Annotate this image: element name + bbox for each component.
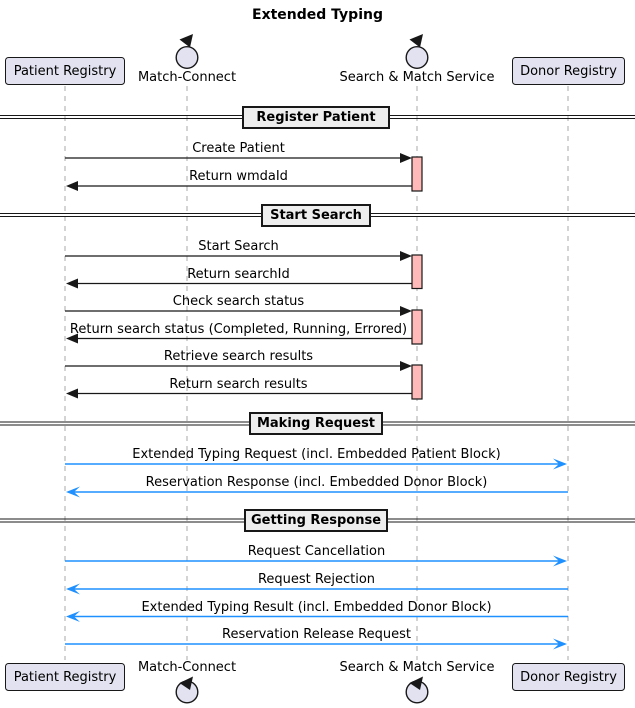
message-label: Create Patient	[192, 141, 285, 156]
control-icon-match-connect-bottom	[175, 676, 199, 704]
arrow-return-search-status	[66, 333, 412, 344]
activation-bar	[411, 364, 423, 400]
participant-label: Donor Registry	[520, 669, 617, 685]
participant-box-patient-registry-top: Patient Registry	[5, 57, 125, 85]
message-label: Retrieve search results	[163, 349, 314, 364]
arrow-request-rejection	[66, 583, 568, 595]
diagram-title: Extended Typing	[252, 7, 383, 23]
divider-getting-response: Getting Response	[244, 509, 388, 532]
participant-label: Donor Registry	[520, 63, 617, 79]
activation-bar	[411, 254, 423, 290]
participant-label: Patient Registry	[13, 63, 117, 79]
message-label: Request Rejection	[257, 572, 376, 587]
arrow-create-patient	[65, 153, 412, 163]
message-label: Check search status	[172, 294, 305, 309]
participant-label-match-connect-top: Match-Connect	[137, 70, 237, 85]
control-icon-search-match-service-bottom	[405, 676, 429, 704]
participant-box-patient-registry-bottom: Patient Registry	[5, 663, 125, 691]
divider-making-request: Making Request	[249, 412, 383, 435]
activation-bar	[411, 156, 423, 192]
arrow-return-wmdaid	[66, 181, 412, 191]
message-label: Start Search	[198, 239, 279, 254]
arrow-request-cancellation	[65, 555, 567, 567]
participant-label: Patient Registry	[13, 669, 117, 685]
divider-label: Getting Response	[250, 513, 382, 528]
participant-label-search-match-service-top: Search & Match Service	[339, 70, 495, 85]
arrow-start-search	[65, 251, 412, 261]
participant-box-donor-registry-top: Donor Registry	[512, 57, 625, 85]
participant-label-match-connect-bottom: Match-Connect	[137, 660, 237, 675]
divider-register-patient: Register Patient	[242, 105, 390, 129]
arrow-check-search-status	[65, 306, 412, 316]
arrow-retrieve-search-results	[65, 361, 412, 371]
message-label: Reservation Response (incl. Embedded Don…	[145, 475, 488, 490]
message-label: Return searchId	[187, 266, 290, 282]
arrow-return-searchid	[66, 278, 412, 289]
message-label: Extended Typing Request (incl. Embedded …	[132, 447, 501, 462]
control-icon-match-connect-top	[175, 34, 199, 70]
arrow-reservation-response	[66, 486, 568, 498]
message-label: Extended Typing Result (incl. Embedded D…	[141, 599, 492, 615]
participant-label-search-match-service-bottom: Search & Match Service	[339, 660, 495, 675]
message-label: Reservation Release Request	[222, 627, 411, 642]
message-label: Return wmdaId	[189, 169, 288, 184]
message-label: Request Cancellation	[247, 544, 386, 559]
divider-start-search: Start Search	[261, 203, 371, 227]
control-icon-search-match-service-top	[405, 34, 429, 70]
message-label: Return search results	[169, 376, 308, 392]
arrow-extended-typing-request	[65, 458, 567, 470]
arrow-extended-typing-result	[66, 611, 568, 622]
divider-label: Start Search	[270, 207, 362, 223]
divider-label: Making Request	[256, 416, 376, 431]
arrow-return-search-results	[66, 388, 412, 399]
activation-bar	[411, 309, 423, 345]
arrow-reservation-release-request	[65, 638, 567, 650]
divider-label: Register Patient	[256, 109, 376, 125]
message-label: Return search status (Completed, Running…	[69, 321, 408, 337]
participant-box-donor-registry-bottom: Donor Registry	[512, 663, 625, 691]
